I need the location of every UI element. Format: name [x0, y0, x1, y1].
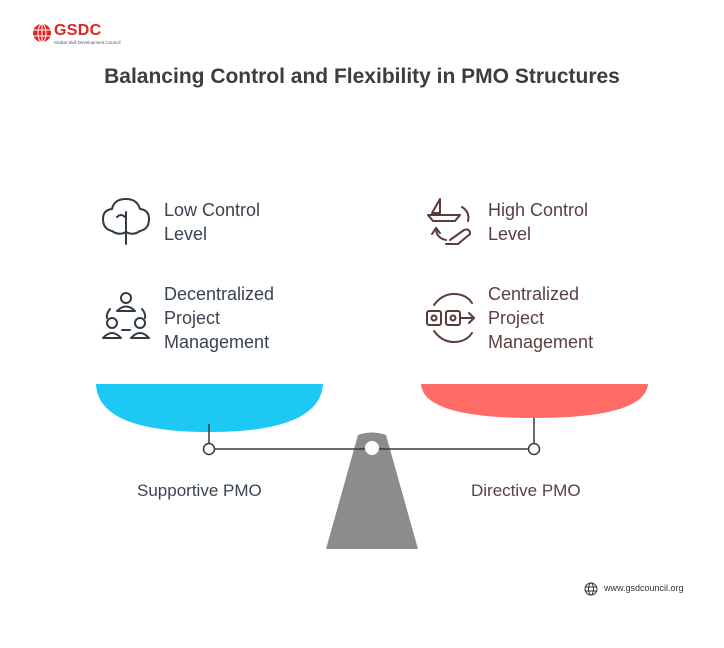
- page-title: Balancing Control and Flexibility in PMO…: [104, 65, 620, 88]
- people-network-icon: [102, 292, 150, 339]
- centralized-label: Centralized Project Management: [488, 284, 594, 352]
- left-pan: [96, 384, 323, 432]
- high-control-label: High Control Level: [488, 200, 589, 244]
- footer-url[interactable]: www.gsdcouncil.org: [604, 583, 684, 593]
- boat-hand-icon: [427, 198, 471, 245]
- right-pan: [421, 384, 648, 418]
- supportive-pmo-label: Supportive PMO: [137, 481, 262, 500]
- fulcrum: [326, 432, 418, 549]
- pivot-pin: [365, 441, 379, 455]
- footer-globe-icon: [584, 582, 598, 596]
- decentralized-label: Decentralized Project Management: [164, 284, 275, 352]
- centralized-flow-icon: [426, 293, 475, 343]
- gsdc-globe-icon: [33, 23, 51, 43]
- right-beam-joint: [527, 442, 541, 456]
- logo-text: GSDC: [54, 22, 102, 39]
- directive-pmo-label: Directive PMO: [471, 481, 581, 500]
- logo-tagline: Global Skill Development Council: [54, 40, 121, 45]
- left-beam-joint: [202, 442, 216, 456]
- cloud-tree-icon: [102, 198, 150, 245]
- low-control-label: Low Control Level: [164, 200, 261, 244]
